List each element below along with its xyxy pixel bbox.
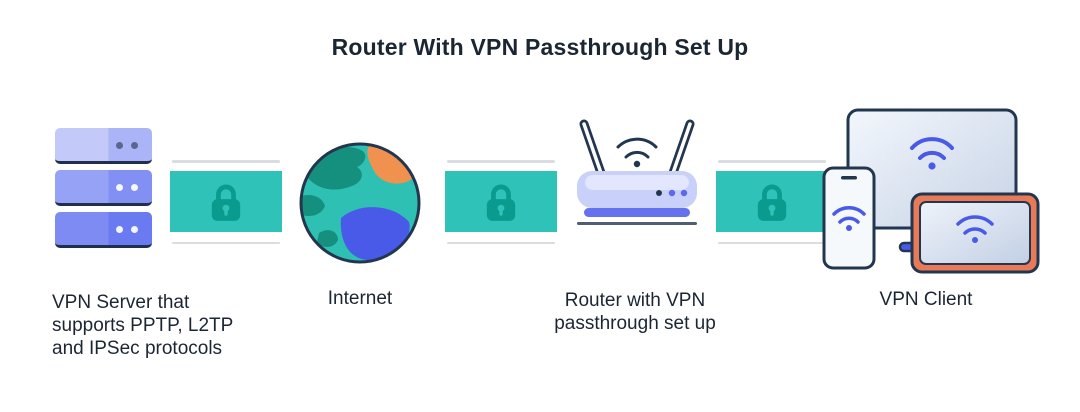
router-node	[562, 114, 712, 229]
server-label: VPN Server that supports PPTP, L2TP and …	[52, 291, 233, 360]
tablet-icon	[910, 192, 1040, 274]
server-unit	[55, 212, 152, 248]
encrypted-link-router-client	[716, 160, 828, 244]
router-label-line: passthrough set up	[554, 313, 716, 334]
client-devices-icon	[822, 108, 1040, 274]
router-icon	[577, 119, 697, 225]
wifi-icon	[956, 215, 994, 243]
page-title: Router With VPN Passthrough Set Up	[331, 34, 749, 60]
server-stack-icon	[55, 128, 152, 254]
server-led	[131, 184, 138, 191]
cable-line	[172, 241, 280, 244]
lock-icon	[757, 184, 787, 221]
internet-node	[295, 138, 425, 268]
server-unit	[55, 128, 152, 164]
router-label-line: Router with VPN	[564, 290, 706, 311]
internet-globe-icon	[299, 142, 421, 264]
client-label: VPN Client	[879, 289, 973, 310]
encrypted-link-internet-router	[445, 160, 557, 244]
wifi-icon	[832, 206, 866, 231]
encryption-band	[445, 171, 557, 232]
server-led	[116, 226, 123, 233]
encryption-band	[716, 171, 828, 232]
server-led	[131, 142, 138, 149]
lock-icon	[211, 184, 241, 221]
server-led	[116, 142, 123, 149]
server-led	[131, 226, 138, 233]
client-devices-node	[820, 106, 1045, 278]
phone-icon	[822, 166, 876, 270]
cable-line	[447, 160, 555, 163]
cable-line	[447, 241, 555, 244]
cable-line	[718, 241, 826, 244]
lock-icon	[486, 184, 516, 221]
server-label-line: supports PPTP, L2TP	[52, 315, 234, 336]
server-label-line: and IPSec protocols	[52, 338, 223, 359]
server-label-line: VPN Server that	[52, 292, 190, 313]
cable-line	[718, 160, 826, 163]
router-label: Router with VPN passthrough set up	[532, 289, 738, 335]
wifi-icon	[616, 137, 658, 168]
encrypted-link-server-internet	[170, 160, 282, 244]
cable-line	[172, 160, 280, 163]
wifi-icon	[910, 137, 954, 170]
internet-label: Internet	[327, 288, 393, 309]
encryption-band	[170, 171, 282, 232]
server-unit	[55, 170, 152, 206]
server-led	[116, 184, 123, 191]
